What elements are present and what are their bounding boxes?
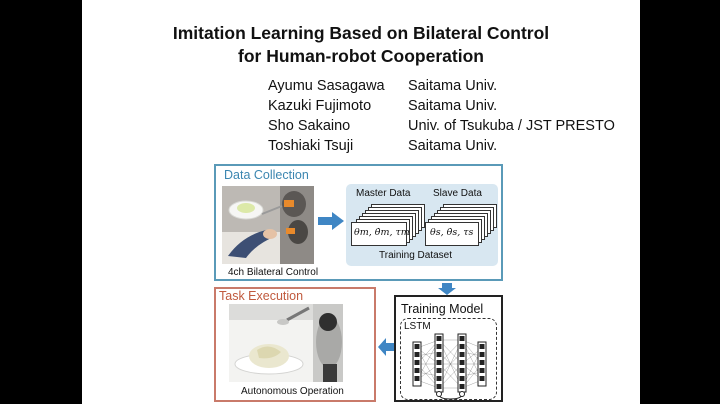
master-data-label: Master Data [356, 188, 411, 199]
data-collection-box [214, 164, 503, 281]
autonomous-operation-caption: Autonomous Operation [241, 386, 344, 397]
task-execution-box [214, 287, 376, 402]
arrow-down-icon [438, 283, 456, 295]
lstm-region [400, 318, 497, 400]
author-name: Ayumu Sasagawa [268, 78, 385, 94]
author-affiliation: Saitama Univ. [408, 138, 498, 154]
bilateral-control-photo [222, 186, 314, 264]
master-data-card [351, 222, 407, 246]
master-data-formula: θm, θ̇m, τm [354, 227, 410, 238]
author-affiliation: Saitama Univ. [408, 78, 498, 94]
slide-title-line1: Imitation Learning Based on Bilateral Co… [172, 23, 550, 43]
task-execution-label: Task Execution [219, 289, 304, 303]
arrow-left-icon [378, 338, 394, 356]
bilateral-control-caption: 4ch Bilateral Control [228, 267, 319, 278]
author-affiliation: Univ. of Tsukuba / JST PRESTO [408, 118, 615, 134]
slave-data-card [425, 222, 479, 246]
slave-data-formula: θs, θ̇s, τs [430, 227, 474, 238]
training-dataset-label: Training Dataset [379, 250, 452, 261]
arrow-right-icon [318, 212, 344, 230]
author-name: Kazuki Fujimoto [268, 98, 372, 114]
author-name: Toshiaki Tsuji [268, 138, 354, 154]
autonomous-operation-photo [229, 304, 343, 382]
author-name: Sho Sakaino [268, 118, 351, 134]
lstm-label: LSTM [404, 321, 431, 332]
slide-title-line2: for Human-robot Cooperation [238, 46, 484, 66]
author-affiliation: Saitama Univ. [408, 98, 498, 114]
training-model-label: Training Model [401, 302, 484, 316]
slave-data-label: Slave Data [433, 188, 482, 199]
slide: Imitation Learning Based on Bilateral Co… [82, 0, 640, 404]
data-collection-label: Data Collection [224, 168, 309, 182]
lstm-network-diagram [412, 333, 487, 400]
